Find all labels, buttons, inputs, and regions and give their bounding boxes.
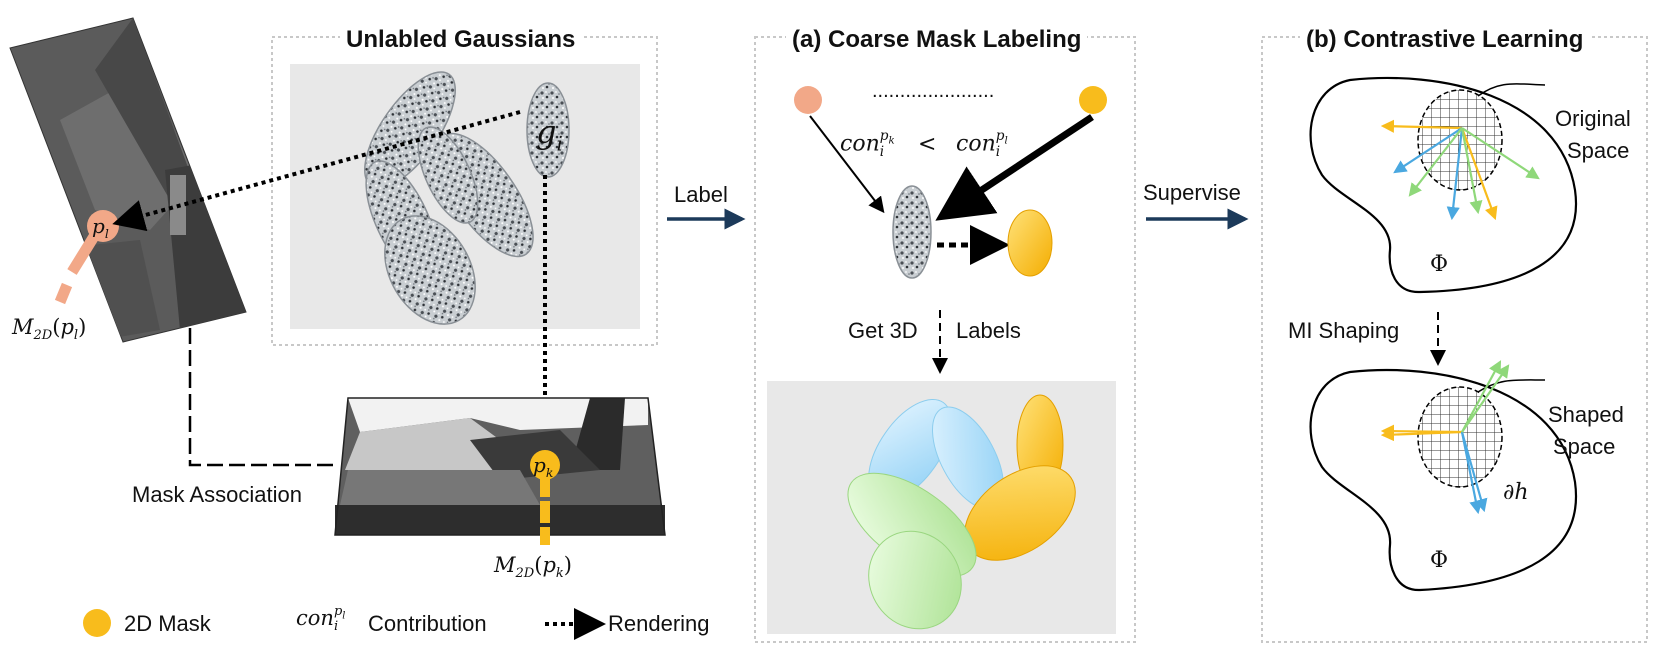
pk-point: [530, 450, 560, 480]
lt-symbol: <: [918, 132, 937, 157]
pl-point: [87, 210, 119, 242]
strong-contribution-arrow: [935, 114, 1094, 221]
m2d-pk-label: M2D(pk): [494, 553, 572, 582]
shaped-space-pointer: [1477, 379, 1546, 393]
original-space-line1: Original: [1555, 106, 1631, 131]
get-3d-label: Get 3D: [848, 318, 918, 343]
legend-mask-dot: [83, 609, 111, 637]
original-space-pointer: [1477, 83, 1546, 97]
m2d-pl-label: M2D(pl): [12, 315, 87, 344]
label-arrow-label: Label: [674, 182, 728, 207]
panel-a-title: (a) Coarse Mask Labeling: [786, 26, 1088, 54]
dh-label: ∂h: [1503, 480, 1529, 505]
supervise-arrow-label: Supervise: [1143, 180, 1241, 205]
pl-label: pl: [92, 214, 109, 241]
panel-b-title: (b) Contrastive Learning: [1300, 26, 1590, 54]
original-space-line2: Space: [1567, 138, 1630, 163]
labels-word: Labels: [956, 318, 1021, 343]
pk-label: pk: [533, 453, 554, 480]
legend-mask-label: 2D Mask: [124, 611, 211, 636]
gi-label: gi: [536, 113, 563, 156]
dots-row: ......................: [872, 80, 995, 102]
labeled-yellow-gaussian: [1007, 209, 1053, 277]
bottom-mask-image: [334, 397, 666, 536]
labeled-gaussians: [847, 394, 1076, 630]
legend-rendering-label: Rendering: [608, 611, 710, 636]
mask-association-label: Mask Association: [132, 482, 302, 507]
yellow-mask-dot: [1079, 86, 1107, 114]
original-vectors: [1380, 119, 1540, 221]
phi-shaped: Φ: [1430, 548, 1449, 573]
salmon-mask-dot: [794, 86, 822, 114]
unlabeled-panel-title: Unlabled Gaussians: [340, 26, 582, 54]
left-mask-image: [9, 17, 247, 343]
center-gaussian: [892, 185, 932, 279]
mask-association-connector: [188, 328, 338, 467]
shaped-vectors: [1380, 360, 1510, 515]
render-to-pl: [112, 110, 521, 232]
shaped-space-line1: Shaped: [1548, 402, 1624, 427]
legend-contribution-label: Contribution: [368, 611, 487, 636]
phi-original: Φ: [1430, 252, 1449, 277]
shaped-space-line2: Space: [1553, 434, 1616, 459]
weak-contribution-arrow: [809, 115, 885, 214]
mi-shaping-label: MI Shaping: [1288, 318, 1400, 343]
unlabeled-gaussians: [364, 71, 570, 325]
shaped-grid-region: [1417, 386, 1503, 488]
